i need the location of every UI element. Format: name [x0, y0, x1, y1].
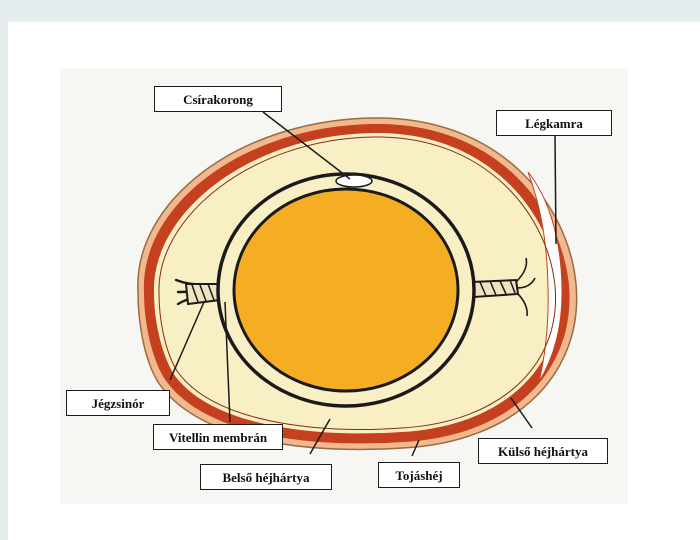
figure-panel: Csírakorong Légkamra Jégzsinór Vitellin … [8, 22, 700, 540]
label-shell: Tojáshéj [378, 462, 460, 488]
label-air-cell: Légkamra [496, 110, 612, 136]
label-inner-shell-membrane: Belső héjhártya [200, 464, 332, 490]
label-outer-shell-membrane: Külső héjhártya [478, 438, 608, 464]
leader-air-cell [555, 136, 556, 244]
label-vitelline-membrane: Vitellin membrán [153, 424, 283, 450]
blastoderm [336, 175, 372, 187]
label-chalaza: Jégzsinór [66, 390, 170, 416]
yolk [234, 189, 458, 391]
label-blastoderm: Csírakorong [154, 86, 282, 112]
